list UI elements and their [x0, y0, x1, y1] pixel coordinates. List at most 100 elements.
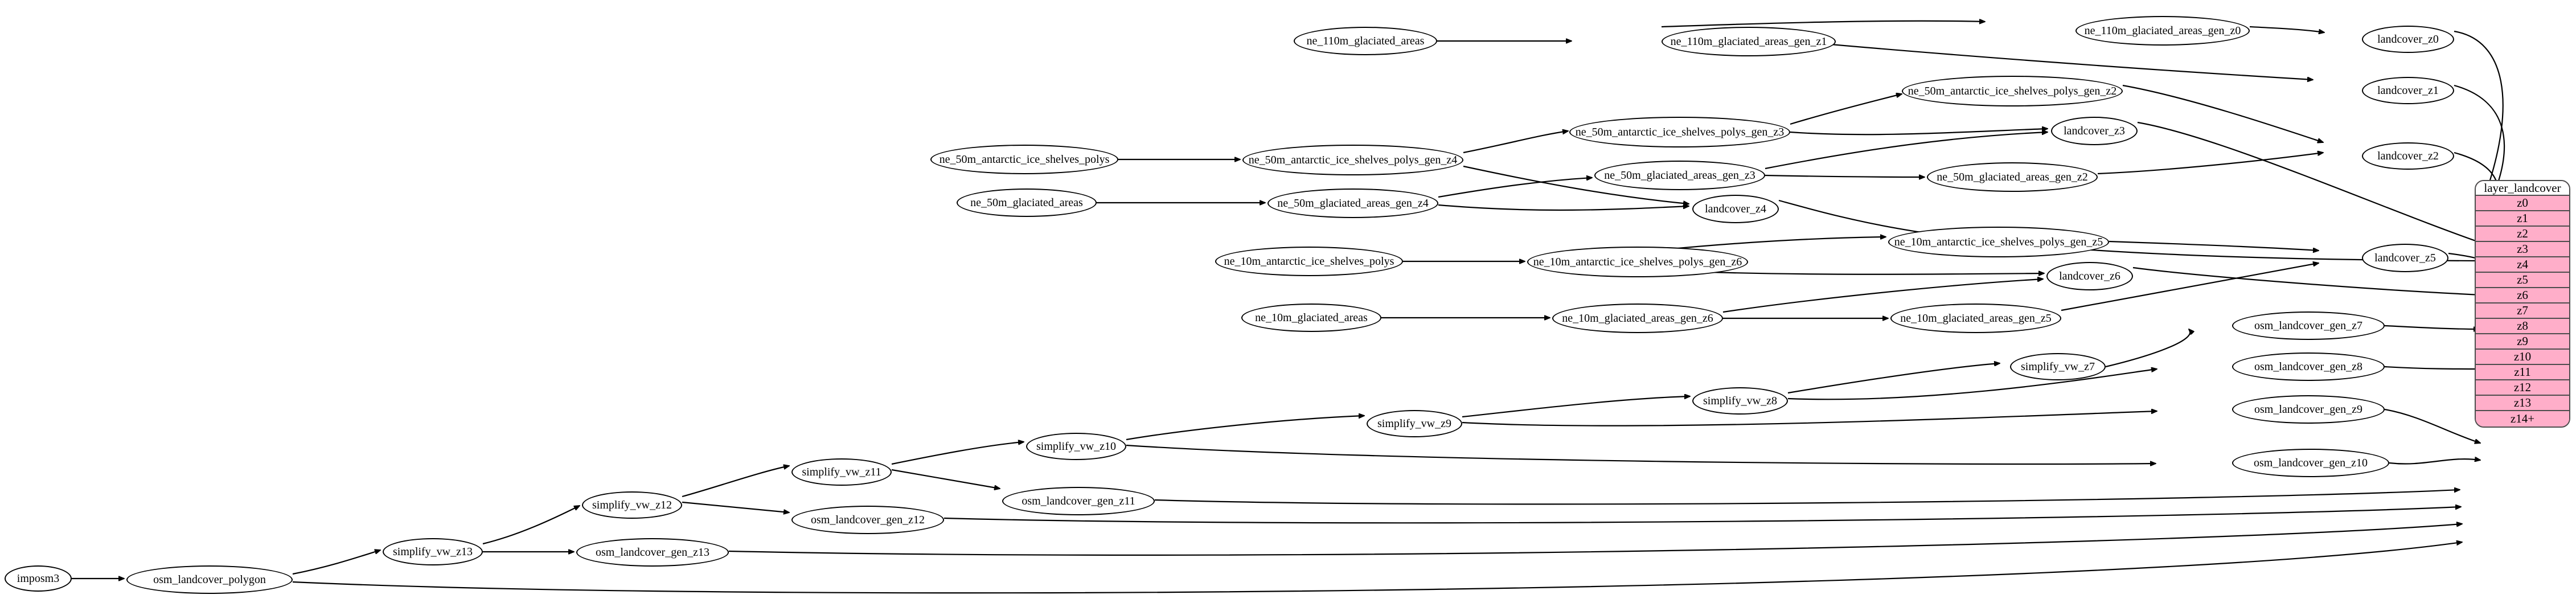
graph-node-label: landcover_z0	[2377, 33, 2439, 46]
graph-node-label: ne_110m_glaciated_areas_gen_z0	[2084, 24, 2241, 37]
record-row-z1[interactable]: z1	[2476, 211, 2569, 227]
graph-node-landcover_z3[interactable]: landcover_z3	[2051, 117, 2138, 145]
graph-edge	[1799, 40, 2313, 80]
graph-edge	[2097, 153, 2323, 175]
graph-node-label: osm_landcover_gen_z7	[2254, 319, 2362, 332]
graph-node-osm_landcover_gen_z8[interactable]: osm_landcover_gen_z8	[2232, 352, 2385, 381]
record-row-z10[interactable]: z10	[2476, 350, 2569, 365]
graph-node-osm_landcover_gen_z13[interactable]: osm_landcover_gen_z13	[576, 538, 729, 567]
graph-node-osm_landcover_gen_z9[interactable]: osm_landcover_gen_z9	[2232, 395, 2385, 424]
graph-edge	[1462, 396, 1690, 418]
graph-edge	[1126, 416, 1364, 441]
graph-node-label: ne_50m_antarctic_ice_shelves_polys	[939, 153, 1110, 166]
graph-node-osm_landcover_polygon[interactable]: osm_landcover_polygon	[126, 565, 293, 594]
record-header: layer_landcover	[2476, 181, 2569, 196]
graph-edge	[891, 442, 1024, 465]
graph-node-ne_50m_antarctic_ice_shelves_polys_gen_z2[interactable]: ne_50m_antarctic_ice_shelves_polys_gen_z…	[1902, 76, 2123, 106]
graph-node-label: landcover_z5	[2374, 252, 2436, 264]
graph-node-label: osm_landcover_gen_z12	[811, 514, 925, 526]
record-row-z3[interactable]: z3	[2476, 242, 2569, 257]
graph-node-ne_10m_glaciated_areas[interactable]: ne_10m_glaciated_areas	[1241, 304, 1381, 332]
graph-node-label: ne_10m_glaciated_areas_gen_z6	[1562, 312, 1713, 325]
graph-node-simplify_vw_z9[interactable]: simplify_vw_z9	[1367, 410, 1462, 437]
graph-edge	[1438, 178, 1592, 198]
graph-node-ne_50m_antarctic_ice_shelves_polys_gen_z4[interactable]: ne_50m_antarctic_ice_shelves_polys_gen_z…	[1242, 145, 1463, 175]
graph-node-simplify_vw_z11[interactable]: simplify_vw_z11	[791, 458, 892, 486]
graph-node-simplify_vw_z10[interactable]: simplify_vw_z10	[1026, 433, 1126, 460]
graph-node-landcover_z4[interactable]: landcover_z4	[1692, 195, 1779, 223]
graph-edge	[2109, 240, 2319, 251]
graph-node-ne_10m_antarctic_ice_shelves_polys_gen_z5[interactable]: ne_10m_antarctic_ice_shelves_polys_gen_z…	[1888, 227, 2109, 257]
graph-node-ne_10m_glaciated_areas_gen_z6[interactable]: ne_10m_glaciated_areas_gen_z6	[1552, 304, 1723, 333]
graph-node-osm_landcover_gen_z7[interactable]: osm_landcover_gen_z7	[2232, 311, 2385, 340]
graph-node-ne_10m_antarctic_ice_shelves_polys[interactable]: ne_10m_antarctic_ice_shelves_polys	[1215, 247, 1403, 276]
record-row-z13[interactable]: z13	[2476, 396, 2569, 411]
graph-node-ne_110m_glaciated_areas_gen_z1[interactable]: ne_110m_glaciated_areas_gen_z1	[1662, 27, 1836, 56]
graph-edge	[2105, 329, 2190, 368]
graph-edge	[1154, 490, 2460, 505]
graph-node-simplify_vw_z13[interactable]: simplify_vw_z13	[383, 538, 483, 565]
graph-edge	[1790, 94, 1902, 125]
record-row-z0[interactable]: z0	[2476, 196, 2569, 211]
graph-node-ne_50m_antarctic_ice_shelves_polys_gen_z3[interactable]: ne_50m_antarctic_ice_shelves_polys_gen_z…	[1569, 117, 1790, 147]
graph-node-label: osm_landcover_gen_z8	[2254, 360, 2362, 373]
graph-node-ne_50m_glaciated_areas[interactable]: ne_50m_glaciated_areas	[957, 188, 1097, 217]
graph-edge	[891, 469, 1000, 489]
graph-node-label: simplify_vw_z10	[1036, 440, 1116, 453]
record-row-z2[interactable]: z2	[2476, 227, 2569, 242]
graph-node-ne_50m_glaciated_areas_gen_z2[interactable]: ne_50m_glaciated_areas_gen_z2	[1927, 162, 2098, 192]
record-row-z14+[interactable]: z14+	[2476, 411, 2569, 427]
graph-node-simplify_vw_z12[interactable]: simplify_vw_z12	[582, 491, 682, 519]
graph-node-ne_50m_antarctic_ice_shelves_polys[interactable]: ne_50m_antarctic_ice_shelves_polys	[930, 145, 1118, 174]
graph-node-label: simplify_vw_z12	[592, 499, 672, 511]
graph-edge	[2384, 325, 2479, 329]
graph-node-label: osm_landcover_polygon	[153, 573, 266, 586]
graph-node-ne_50m_glaciated_areas_gen_z4[interactable]: ne_50m_glaciated_areas_gen_z4	[1268, 188, 1438, 218]
graph-node-label: landcover_z4	[1705, 203, 1766, 215]
graph-node-landcover_z0[interactable]: landcover_z0	[2362, 26, 2454, 53]
graph-node-ne_110m_glaciated_areas_gen_z0[interactable]: ne_110m_glaciated_areas_gen_z0	[2075, 16, 2250, 46]
graph-node-label: ne_50m_glaciated_areas_gen_z2	[1937, 171, 2088, 183]
graph-node-label: osm_landcover_gen_z11	[1022, 495, 1135, 507]
graph-edge	[2384, 366, 2480, 369]
graph-node-ne_110m_glaciated_areas[interactable]: ne_110m_glaciated_areas	[1294, 27, 1437, 55]
graph-node-label: simplify_vw_z7	[2021, 360, 2095, 373]
record-row-z4[interactable]: z4	[2476, 257, 2569, 273]
graph-node-label: simplify_vw_z11	[802, 466, 881, 478]
graph-node-label: ne_10m_antarctic_ice_shelves_polys_gen_z…	[1533, 256, 1742, 268]
graph-node-label: landcover_z6	[2059, 270, 2120, 282]
graph-node-simplify_vw_z7[interactable]: simplify_vw_z7	[2010, 353, 2106, 380]
graph-node-osm_landcover_gen_z10[interactable]: osm_landcover_gen_z10	[2232, 449, 2389, 477]
graph-edge	[1787, 369, 2157, 400]
record-row-z5[interactable]: z5	[2476, 273, 2569, 288]
graph-node-imposm3[interactable]: imposm3	[5, 565, 72, 592]
graph-node-label: osm_landcover_gen_z10	[2254, 457, 2368, 469]
record-row-z11[interactable]: z11	[2476, 365, 2569, 380]
graph-node-landcover_z1[interactable]: landcover_z1	[2362, 77, 2454, 104]
graph-edge	[2122, 84, 2323, 142]
graph-edge	[1126, 444, 2156, 464]
graph-node-label: landcover_z1	[2377, 84, 2439, 97]
record-row-z12[interactable]: z12	[2476, 380, 2569, 396]
graph-node-ne_10m_antarctic_ice_shelves_polys_gen_z6[interactable]: ne_10m_antarctic_ice_shelves_polys_gen_z…	[1527, 247, 1748, 277]
graph-edge	[2249, 26, 2324, 32]
graph-node-landcover_z5[interactable]: landcover_z5	[2362, 244, 2448, 272]
graph-edge	[1765, 175, 1925, 177]
graph-node-label: ne_50m_antarctic_ice_shelves_polys_gen_z…	[1908, 85, 2117, 97]
graph-node-osm_landcover_gen_z11[interactable]: osm_landcover_gen_z11	[1002, 487, 1155, 515]
record-row-z9[interactable]: z9	[2476, 334, 2569, 350]
graph-node-simplify_vw_z8[interactable]: simplify_vw_z8	[1692, 387, 1788, 415]
record-row-z8[interactable]: z8	[2476, 319, 2569, 334]
record-row-z6[interactable]: z6	[2476, 288, 2569, 304]
record-row-z7[interactable]: z7	[2476, 304, 2569, 319]
graph-node-label: ne_10m_glaciated_areas_gen_z5	[1900, 312, 2052, 325]
graph-edge	[682, 501, 789, 512]
graph-node-ne_50m_glaciated_areas_gen_z3[interactable]: ne_50m_glaciated_areas_gen_z3	[1594, 161, 1765, 190]
graph-node-osm_landcover_gen_z12[interactable]: osm_landcover_gen_z12	[791, 506, 944, 534]
graph-node-landcover_z2[interactable]: landcover_z2	[2362, 142, 2454, 170]
graph-edge	[682, 466, 789, 498]
graph-node-landcover_z6[interactable]: landcover_z6	[2046, 262, 2133, 290]
graph-node-ne_10m_glaciated_areas_gen_z5[interactable]: ne_10m_glaciated_areas_gen_z5	[1890, 304, 2061, 333]
